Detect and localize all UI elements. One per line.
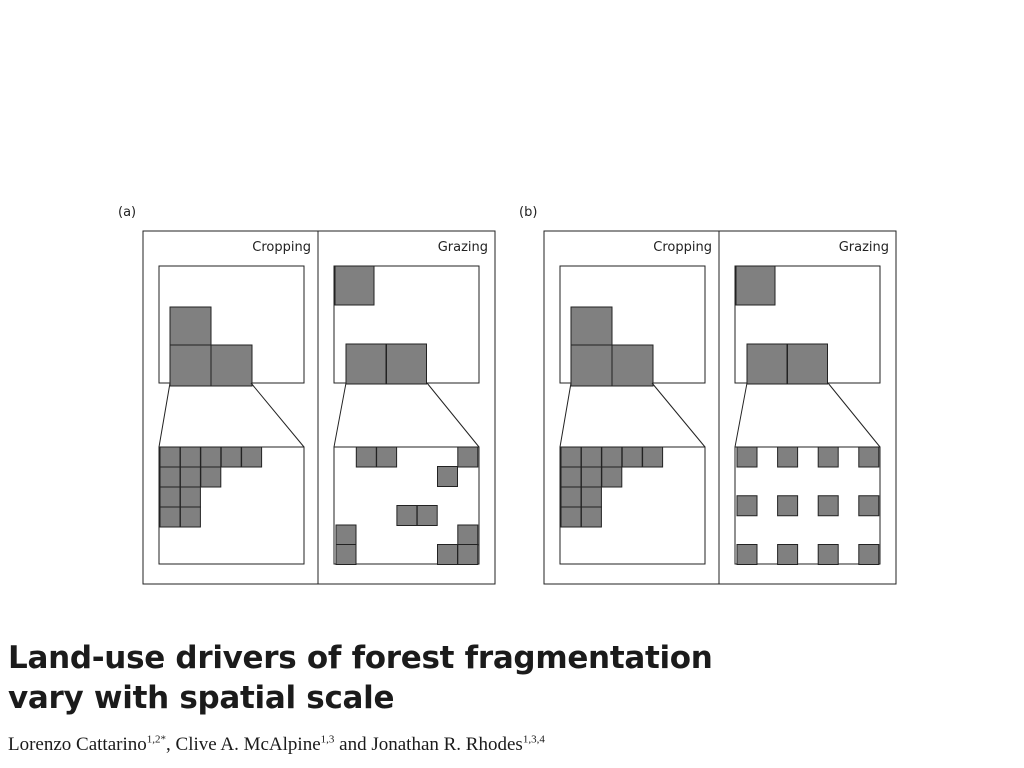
cropping-label: Cropping [653,240,712,255]
grazing-fine-cell [777,544,799,565]
panel-b: (b) Cropping Grazing [519,205,897,585]
cropping-fine-cell [580,446,602,468]
grazing-fine-cell [457,544,479,565]
cropping-fine-cell [580,506,602,528]
panel-frame [142,230,496,585]
cropping-zoom-line [158,382,171,448]
grazing-zoom-line [827,382,881,448]
cropping-fine-cell [601,446,623,468]
cropping-fine-cell [560,466,582,488]
figure: (a) Cropping Grazing (b) Cropping Grazing [118,205,897,585]
cropping-fine-cell [601,466,623,488]
cropping-fine-cell [560,486,582,508]
grazing-label: Grazing [839,240,889,255]
cropping-zoom-line [651,382,706,448]
cropping-label: Cropping [252,240,311,255]
grazing-fine-cell [777,446,799,468]
grazing-coarse-cell [334,265,375,306]
paper-title: Land-use drivers of forest fragmentation… [8,638,788,718]
author-list: Lorenzo Cattarino1,2*, Clive A. McAlpine… [8,734,545,756]
grazing-fine-cell [457,524,479,546]
cropping-fine-cell [159,506,181,528]
cropping-coarse-cell [570,306,613,349]
panel-frame [543,230,897,585]
grazing-fine-cell [858,544,880,565]
cropping-fine-cell [159,446,181,468]
grazing-fine-cell [858,495,880,517]
grazing-fine-box [734,446,881,565]
grazing-fine-cell [736,544,758,565]
grazing-label: Grazing [438,240,488,255]
panel-a: (a) Cropping Grazing [118,205,496,585]
grazing-fine-cell [396,505,418,526]
cropping-fine-cell [200,466,222,488]
grazing-fine-cell [335,524,357,546]
grazing-fine-cell [736,446,758,468]
grazing-zoom-line [734,382,748,448]
grazing-coarse-cell [386,343,427,385]
grazing-fine-cell [457,446,479,468]
cropping-zoom-line [559,382,572,448]
grazing-zoom-line [333,382,347,448]
grazing-coarse-cell [787,343,828,385]
author-separator: , [166,734,176,755]
panel-label: (b) [519,205,537,220]
cropping-coarse-cell [570,344,613,387]
panel-label: (a) [118,205,136,220]
paper-title-line-1: Land-use drivers of forest fragmentation [8,640,713,676]
grazing-fine-cell [817,446,839,468]
cropping-fine-cell [560,446,582,468]
cropping-fine-cell [200,446,222,468]
grazing-fine-cell [437,466,458,487]
cropping-fine-cell [580,466,602,488]
cropping-fine-cell [621,446,643,468]
grazing-coarse-cell [746,343,788,385]
grazing-fine-cell [817,495,839,517]
cropping-fine-cell [179,446,201,468]
cropping-fine-cell [159,466,181,488]
paper-title-line-2: vary with spatial scale [8,680,395,716]
author-separator: and [334,734,372,755]
cropping-fine-cell [241,446,263,468]
grazing-fine-box [333,446,480,565]
cropping-fine-cell [159,486,181,508]
author-affiliation: 1,3,4 [522,733,545,746]
grazing-fine-cell [437,544,458,565]
cropping-coarse-cell [611,344,654,387]
author-affiliation: 1,2* [146,733,167,746]
grazing-fine-cell [777,495,799,517]
cropping-fine-cell [580,486,602,508]
author-affiliation: 1,3 [320,733,335,746]
grazing-fine-cell [355,446,377,468]
cropping-fine-cell [642,446,664,468]
author-name: Clive A. McAlpine [175,734,321,755]
grazing-zoom-line [426,382,480,448]
author-name: Lorenzo Cattarino [8,734,147,755]
cropping-coarse-cell [169,306,212,349]
grazing-fine-cell [335,544,357,565]
cropping-coarse-cell [169,344,212,387]
cropping-fine-cell [560,506,582,528]
grazing-fine-cell [376,446,398,468]
grazing-fine-cell [817,544,839,565]
cropping-fine-cell [179,486,201,508]
cropping-zoom-line [250,382,305,448]
grazing-fine-cell [416,505,438,526]
author-name: Jonathan R. Rhodes [371,734,523,755]
cropping-coarse-cell [210,344,253,387]
cropping-fine-cell [179,466,201,488]
grazing-fine-cell [858,446,880,468]
grazing-fine-cell [736,495,758,517]
cropping-fine-cell [220,446,242,468]
grazing-coarse-cell [735,265,776,306]
cropping-fine-cell [179,506,201,528]
grazing-coarse-cell [345,343,387,385]
